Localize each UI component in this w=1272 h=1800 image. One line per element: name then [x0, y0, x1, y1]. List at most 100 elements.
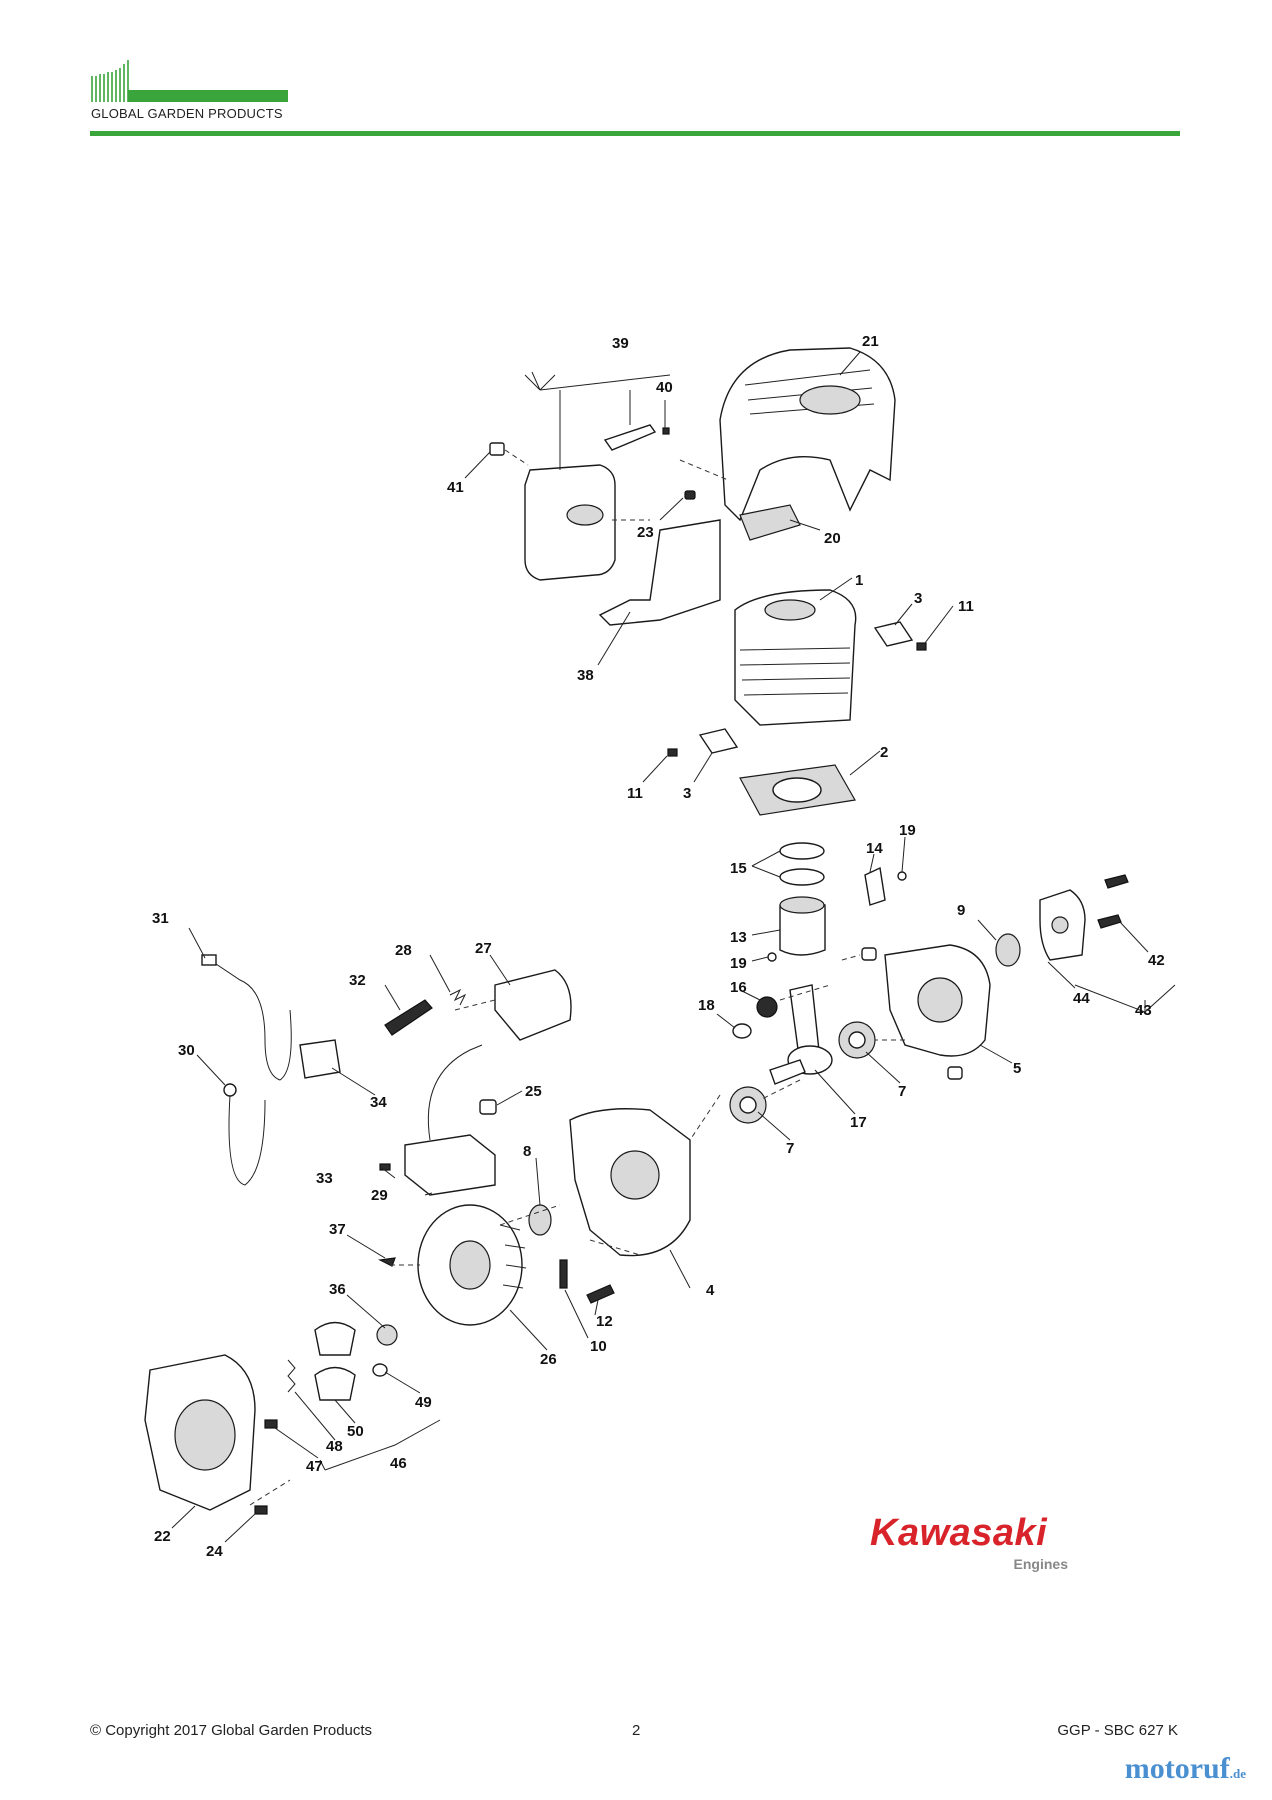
callout-43: 43 [1135, 1002, 1152, 1019]
callout-50: 50 [347, 1423, 364, 1440]
kawasaki-logo: Kawasaki Engines [870, 1512, 1080, 1572]
callout-16: 16 [730, 979, 747, 996]
oil-pump-assembly [1039, 874, 1129, 961]
callout-42: 42 [1148, 952, 1165, 969]
callout-26: 26 [540, 1351, 557, 1368]
needle-bearing [756, 996, 778, 1018]
plate-screw-right [916, 642, 927, 651]
kawasaki-wordmark: Kawasaki [870, 1512, 1048, 1554]
cover-gasket [739, 504, 801, 541]
callout-1: 1 [855, 572, 863, 589]
callout-10: 10 [590, 1338, 607, 1355]
thrust-washer [732, 1023, 752, 1039]
wire-clip [299, 1039, 341, 1079]
terminal-spring [449, 988, 467, 1006]
flywheel [417, 1204, 527, 1326]
callout-32: 32 [349, 972, 366, 989]
crankcase-left [569, 1108, 691, 1257]
callout-7-left: 7 [786, 1140, 794, 1157]
piston-pin [864, 866, 886, 906]
heat-shield-plate [598, 519, 721, 626]
callout-13: 13 [730, 929, 747, 946]
piston-ring-upper [779, 842, 825, 860]
clutch-shoe-upper [314, 1321, 356, 1356]
clutch-shoe-lower [314, 1366, 356, 1401]
callout-labels: 39 40 41 21 20 23 38 1 3 11 11 3 2 19 14… [152, 333, 1165, 1560]
callout-17: 17 [850, 1114, 867, 1131]
callout-33: 33 [316, 1170, 333, 1187]
brand-name: GLOBAL GARDEN PRODUCTS [91, 106, 283, 121]
watermark: motoruf.de [1125, 1752, 1246, 1786]
callout-8: 8 [523, 1143, 531, 1160]
assembly-lines [249, 459, 905, 1506]
pin-clip-upper [897, 871, 907, 881]
callout-21: 21 [862, 333, 879, 350]
callout-49: 49 [415, 1394, 432, 1411]
muffler-bracket [603, 424, 657, 451]
callout-31: 31 [152, 910, 169, 927]
callout-5: 5 [1013, 1060, 1021, 1077]
flywheel-nut [376, 1324, 398, 1346]
pin-clip-lower [767, 952, 777, 962]
piston [779, 896, 826, 956]
starter-housing [144, 1354, 256, 1511]
callout-38: 38 [577, 667, 594, 684]
callout-25: 25 [525, 1083, 542, 1100]
stop-wire [228, 1094, 266, 1186]
bracket-screw [662, 427, 670, 435]
callout-2: 2 [880, 744, 888, 761]
callout-27: 27 [475, 940, 492, 957]
woodruff-key [377, 1257, 396, 1267]
dowel-pin-lower [947, 1066, 963, 1080]
clutch-screw [264, 1419, 278, 1429]
callout-41: 41 [447, 479, 464, 496]
callout-19-lower: 19 [730, 955, 747, 972]
wire-terminal [201, 954, 217, 966]
coil-screw [379, 1163, 391, 1171]
footer-copyright: © Copyright 2017 Global Garden Products [90, 1722, 373, 1739]
muffler [524, 464, 616, 581]
header-rule [90, 131, 1180, 136]
spark-plug-cap [494, 969, 572, 1041]
callout-39: 39 [612, 335, 629, 352]
crankshaft [769, 984, 833, 1085]
callout-22: 22 [154, 1528, 171, 1545]
ground-wire [209, 959, 292, 1081]
callout-4: 4 [706, 1282, 715, 1299]
callout-37: 37 [329, 1221, 346, 1238]
callout-14: 14 [866, 840, 883, 857]
callout-20: 20 [824, 530, 841, 547]
crankcase-screw [586, 1284, 615, 1304]
callout-29: 29 [371, 1187, 388, 1204]
callout-11-right: 11 [958, 598, 974, 615]
clutch-spring [287, 1359, 296, 1393]
callout-24: 24 [206, 1543, 223, 1560]
spacer [479, 1099, 497, 1115]
footer-page-number: 2 [632, 1722, 641, 1739]
watermark-tld: .de [1229, 1766, 1246, 1781]
dowel-pin-upper [861, 947, 877, 961]
callout-36: 36 [329, 1281, 346, 1298]
callout-12: 12 [596, 1313, 613, 1330]
leader-lines [171, 351, 1176, 1543]
muffler-screw [489, 442, 529, 466]
plate-screw-left [667, 748, 678, 757]
callout-15: 15 [730, 860, 747, 877]
intake-plate-right [873, 621, 914, 647]
callout-7-right: 7 [898, 1083, 906, 1100]
intake-plate-left [698, 728, 739, 754]
oil-seal-right [995, 933, 1021, 967]
watermark-name: motoruf [1124, 1752, 1230, 1785]
callout-28: 28 [395, 942, 412, 959]
callout-48: 48 [326, 1438, 343, 1455]
footer-model-code: GGP - SBC 627 K [1057, 1722, 1178, 1739]
callout-44: 44 [1073, 990, 1090, 1007]
crankcase-screw-vertical [559, 1259, 568, 1289]
flywheel-washer [372, 1363, 388, 1377]
housing-screw [254, 1505, 268, 1515]
callout-30: 30 [178, 1042, 195, 1059]
spark-plug [384, 999, 433, 1036]
engine-cover [719, 347, 896, 522]
logo-bars [91, 60, 129, 102]
